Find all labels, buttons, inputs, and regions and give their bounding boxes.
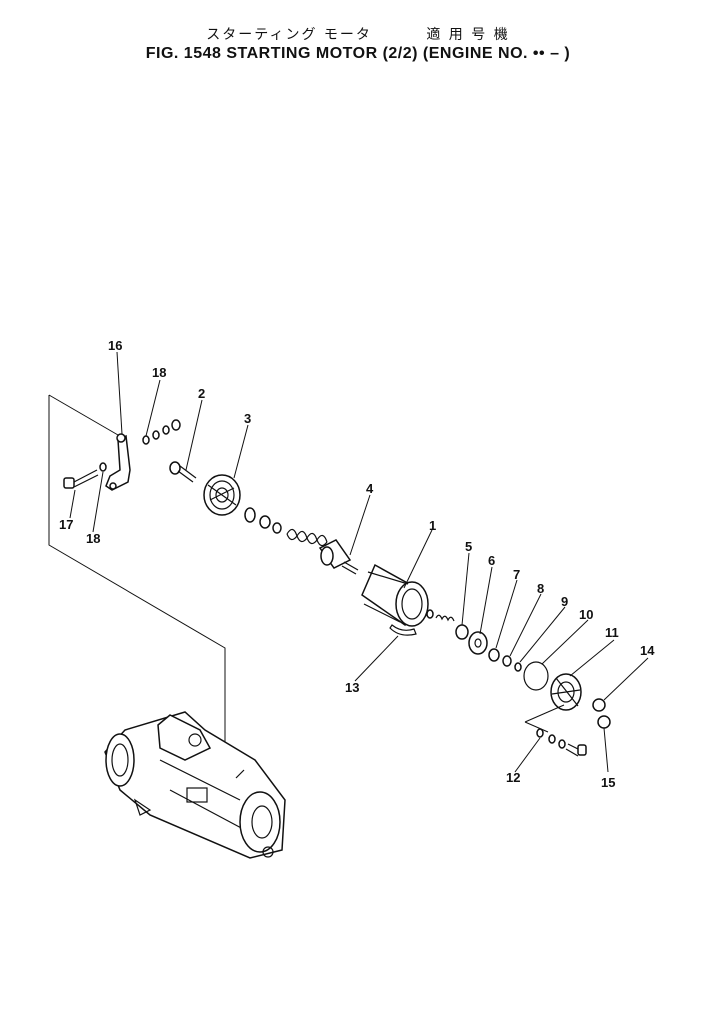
part-7-ring [488, 648, 500, 662]
callout-16: 16 [108, 338, 122, 353]
callout-3: 3 [244, 411, 251, 426]
callout-12: 12 [506, 770, 520, 785]
part-13-clip [389, 624, 417, 636]
callout-8: 8 [537, 581, 544, 596]
part-5-washer [455, 624, 469, 640]
callout-10: 10 [579, 607, 593, 622]
part-17-bolt [63, 469, 99, 489]
callout-15: 15 [601, 775, 615, 790]
starting-motor-assembly [104, 711, 286, 859]
part-8-nut [502, 655, 512, 667]
part-15-cap [597, 715, 611, 729]
figure-title: FIG. 1548 STARTING MOTOR (2/2) (ENGINE N… [145, 45, 571, 62]
callout-9: 9 [561, 594, 568, 609]
part-18-washer [99, 462, 107, 472]
callout-17: 17 [59, 517, 73, 532]
part-12-bolt-set [536, 728, 587, 757]
part-2-screw [169, 461, 197, 483]
callout-7: 7 [513, 567, 520, 582]
callout-2: 2 [198, 386, 205, 401]
callout-18-bottom: 18 [86, 531, 100, 546]
title-japanese: スターティング モータ 適 用 号 機 [206, 27, 510, 43]
callout-1: 1 [429, 518, 436, 533]
callout-14: 14 [640, 643, 655, 658]
callout-11: 11 [605, 625, 619, 640]
part-10-o-ring [523, 661, 549, 691]
callout-6: 6 [488, 553, 495, 568]
part-14-cap [592, 698, 606, 712]
callout-18-top: 18 [152, 365, 166, 380]
part-1-solenoid-housing [361, 563, 429, 627]
callout-4: 4 [366, 481, 374, 496]
part-16-lever [105, 433, 131, 491]
part-4-plunger [318, 539, 359, 575]
part-11-cover [550, 673, 582, 711]
spring [286, 528, 328, 547]
part-6-plate [468, 631, 488, 655]
part-9-washer [514, 662, 522, 672]
callout-5: 5 [465, 539, 472, 554]
bracket-line [48, 395, 226, 755]
callout-13: 13 [345, 680, 359, 695]
part-3-pinion-gear [203, 474, 241, 516]
